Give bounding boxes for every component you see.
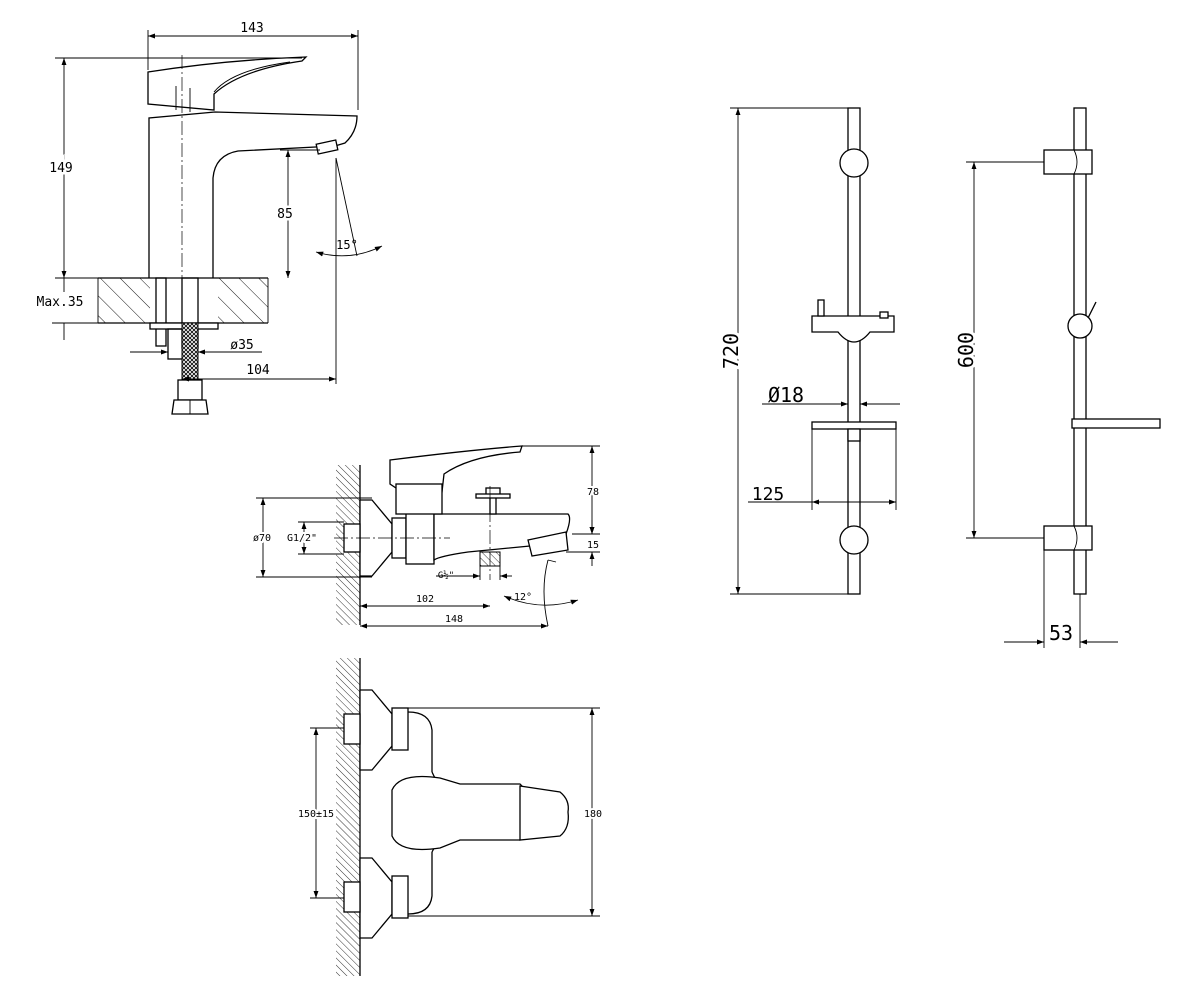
dim-height-149: 149 — [49, 161, 72, 176]
dim-thread-g12: G1/2" — [287, 533, 317, 544]
dim-centers-150: 150±15 — [298, 809, 334, 820]
dim-drop-15: 15 — [587, 540, 599, 551]
basin-lever-handle — [147, 56, 308, 111]
dim-angle-15: 15° — [336, 238, 358, 252]
upper-bracket — [839, 148, 869, 178]
bath-mixer-side-drawing: ø70 G1/2" 78 15 G½" 12° 102 148 — [251, 445, 601, 629]
wall-section-top — [336, 658, 360, 976]
dim-spout-height-85: 85 — [277, 207, 293, 222]
bath-mixer-top-drawing: 150±15 180 — [296, 658, 604, 976]
lever-handle-side — [389, 445, 523, 493]
lower-bracket — [839, 525, 869, 555]
lower-wall-bracket-side — [1043, 525, 1093, 551]
soap-dish-side — [1071, 418, 1161, 429]
dim-angle-12: 12° — [514, 592, 532, 603]
slider-knob-side — [1067, 313, 1093, 339]
dim-soap-dish-125: 125 — [752, 484, 785, 505]
rail-tube — [847, 107, 861, 595]
dim-reach-104: 104 — [246, 363, 270, 378]
dim-diameter-18: Ø18 — [768, 383, 804, 407]
dim-width-143: 143 — [240, 21, 263, 36]
dim-depth-180: 180 — [584, 809, 602, 820]
dim-reach-148: 148 — [445, 614, 463, 625]
dim-outlet-thread: G½" — [438, 570, 454, 581]
dim-flange-70: ø70 — [253, 533, 271, 544]
dim-reach-102: 102 — [416, 594, 434, 605]
basin-tap-body — [148, 111, 358, 278]
dim-offset-53: 53 — [1049, 621, 1073, 645]
dim-hole-35: ø35 — [230, 338, 253, 353]
basin-mixer-drawing: 143 149 85 15° Max.35 ø35 104 — [37, 21, 383, 415]
shower-rail-front-drawing: 720 Ø18 125 — [716, 107, 900, 595]
lever-handle-top — [391, 775, 529, 851]
shower-rail-side-drawing: 600 53 — [951, 107, 1161, 648]
dim-height-78: 78 — [587, 487, 599, 498]
soap-dish-front — [811, 421, 897, 430]
upper-wall-bracket-side — [1043, 149, 1093, 175]
mixer-body-top — [407, 711, 433, 915]
dim-length-720: 720 — [719, 333, 743, 369]
braided-hose — [181, 322, 199, 381]
dim-max-35: Max.35 — [37, 295, 84, 310]
rail-tube-side — [1073, 107, 1087, 595]
handshower-slider — [811, 299, 895, 343]
dim-brackets-600: 600 — [954, 332, 978, 368]
aerator — [315, 139, 339, 155]
